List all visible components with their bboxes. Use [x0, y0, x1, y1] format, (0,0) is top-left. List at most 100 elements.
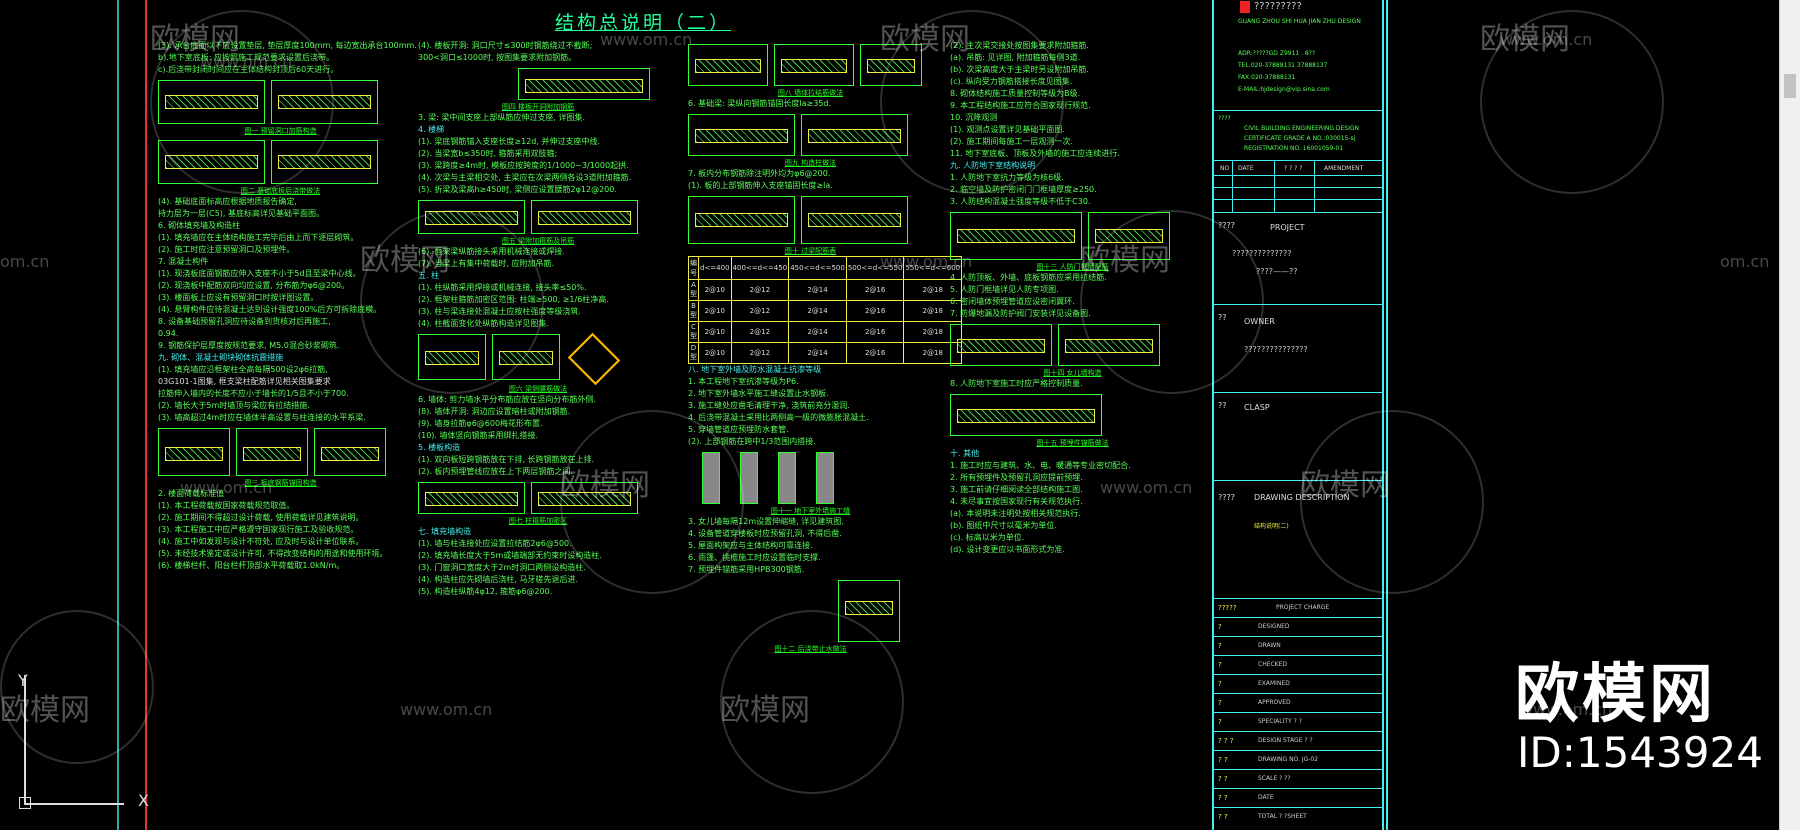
watermark-url: www.om.cn — [600, 30, 693, 49]
note-line: 3. 女儿墙每隔12m设置伸缩缝, 详见建筑图. — [688, 517, 844, 526]
watermark-text: 欧模网 — [1300, 468, 1390, 503]
watermark-text: 欧模网 — [720, 693, 810, 728]
note-line: 拉筋伸入墙内的长度不应小于墙长的1/5且不小于700. — [158, 389, 349, 398]
table-cell: A型 — [688, 279, 699, 301]
note-line: 八. 地下室外墙及防水混凝土抗渗等级 — [688, 365, 822, 374]
detail-figure — [950, 212, 1082, 260]
note-line: (3). 梁跨度≥4m时, 模板应按跨度的1/1000~3/1000起拱. — [418, 161, 629, 170]
watermark-text: 欧模网 — [360, 243, 450, 278]
note-line: (a). 本说明未注明处按相关规范执行. — [950, 509, 1081, 518]
note-line: (2). 施工时应注意预留洞口及预埋件。 — [158, 245, 295, 254]
table-cell: 2@12 — [730, 279, 790, 301]
watermark-url: www.om.cn — [880, 252, 973, 271]
watermark-circle — [1080, 210, 1264, 394]
model-id-text: ID:1543924 — [1517, 728, 1763, 777]
note-line: (3). 墙高超过4m时应在墙体半高设置与柱连接的水平系梁. — [158, 413, 366, 422]
note-line: 7. 预埋件锚筋采用HPB300钢筋. — [688, 565, 805, 574]
signature-row: ?DRAWN — [1214, 636, 1382, 656]
red-border-line — [145, 0, 147, 830]
company-logo-icon — [1240, 1, 1250, 13]
note-line: (1). 填充墙应在主体结构施工完毕后由上而下逐层砌筑。 — [158, 233, 359, 242]
note-line: (d). 设计变更应以书面形式为准. — [950, 545, 1065, 554]
detail-figure — [518, 68, 650, 100]
figure-caption: 图十五 预埋件锚筋做法 — [1036, 439, 1109, 447]
table-cell: 2@10 — [698, 279, 732, 301]
note-line: (5). 折梁及梁高h≥450时, 梁侧应设置腰筋2φ12@200. — [418, 185, 617, 194]
note-line: (1). 本工程荷载按国家荷载规范取值。 — [158, 501, 295, 510]
note-line: 2. 临空墙及防护密闭门门框墙厚度≥250. — [950, 185, 1097, 194]
revision-header: NO — [1220, 165, 1230, 172]
vertical-scrollbar[interactable] — [1779, 0, 1800, 830]
note-line: 6. 基础梁: 梁纵向钢筋锚固长度la≥35d. — [688, 99, 832, 108]
table-cell: B型 — [688, 300, 699, 322]
note-line: 4. 楼梯 — [418, 125, 445, 134]
watermark-text: 欧模网 — [560, 468, 650, 503]
note-line: 4. 人防顶板、外墙、底板钢筋应采用拉结筋. — [950, 273, 1107, 282]
note-line: (8). 墙体开洞: 洞边应设置暗柱或附加钢筋. — [418, 407, 571, 416]
signature-row: ? ?TOTAL ? ?SHEET — [1214, 807, 1382, 827]
owner-name: ??????????????? — [1244, 345, 1308, 354]
note-line: 2. 楼面荷载标准值 — [158, 489, 225, 498]
scrollbar-thumb[interactable] — [1784, 74, 1796, 98]
watermark-url: www.om.cn — [1500, 30, 1593, 49]
watermark-url: www.om.cn — [400, 700, 493, 719]
note-line: (1). 板的上部钢筋伸入支座锚固长度≥la. — [688, 181, 833, 190]
watermark-text: 欧模网 — [1480, 22, 1570, 57]
table-cell: 2@12 — [730, 342, 790, 364]
detail-figure — [950, 394, 1102, 436]
note-line: (1). 墙与柱连接处应设置拉结筋2φ6@500. — [418, 539, 572, 548]
revision-header: AMENDMENT — [1324, 165, 1364, 172]
table-cell: 2@14 — [788, 342, 847, 364]
note-line: (2). 墙长大于5m时墙顶与梁应有拉结措施. — [158, 401, 310, 410]
table-cell: 2@14 — [788, 300, 847, 322]
note-line: (5). 未经技术鉴定或设计许可, 不得改变结构的用途和使用环境。 — [158, 549, 388, 558]
note-line: 7. 板内分布钢筋除注明外均为φ6@200. — [688, 169, 831, 178]
watermark-url: www.om.cn — [200, 52, 293, 71]
note-line: (3). 门窗洞口宽度大于2m时洞口两侧设构造柱. — [418, 563, 586, 572]
note-line: 3. 施工缝处应凿毛清理干净, 浇筑前充分湿润. — [688, 401, 850, 410]
note-line: (2). 填充墙长度大于5m或墙端部无约束时设构造柱. — [418, 551, 602, 560]
note-line: 4. 设备管道穿楼板时应预留孔洞, 不得后凿. — [688, 529, 842, 538]
note-line: (2). 上部钢筋在跨中1/3范围内搭接. — [688, 437, 816, 446]
watermark-url: www.om.cn — [180, 478, 273, 497]
table-header-cell: d<=400 — [698, 256, 732, 280]
note-line: 9. 钢筋保护层厚度按规范要求, M5.0混合砂浆砌筑. — [158, 341, 340, 350]
table-row: D型 2@10 2@12 2@14 2@16 2@18 — [688, 342, 963, 364]
detail-figure — [688, 196, 795, 244]
brand-logo-text: 欧模网 — [1515, 658, 1716, 732]
column-section-icon — [567, 332, 621, 386]
table-cell: 2@16 — [845, 321, 905, 343]
watermark-circle — [150, 10, 334, 194]
figure-caption: 图十一 地下室外墙施工缝 — [770, 507, 851, 515]
note-line: (2). 现浇板中配筋双向均应设置, 分布筋为φ6@200。 — [158, 281, 350, 290]
clasp-section: ?? CLASP — [1214, 392, 1382, 481]
figure-caption: 图十四 女儿墙构造 — [1043, 369, 1102, 377]
note-line: 5. 人防门框墙详见人防专项图. — [950, 285, 1059, 294]
note-line: (4). 悬臂构件应待混凝土达到设计强度100%后方可拆除底模。 — [158, 305, 382, 314]
watermark-text: 欧模网 — [150, 22, 240, 57]
note-line: 8. 设备基础预留孔洞应待设备到货核对后再施工, — [158, 317, 331, 326]
note-line: 持力层为一层(C5), 基底标高详见基础平面图。 — [158, 209, 325, 218]
note-line: (c). 标高以米为单位. — [950, 533, 1025, 542]
description-label: ???? — [1218, 493, 1235, 502]
description-value: 结构说明(二) — [1254, 523, 1289, 530]
company-name: ????????? — [1254, 1, 1302, 12]
note-line: 3. 人防结构混凝土强度等级不低于C30. — [950, 197, 1091, 206]
signature-row: ?DESIGNED — [1214, 617, 1382, 637]
note-line: (4). 楼板开洞: 洞口尺寸≤300时钢筋绕过不截断; — [418, 41, 593, 50]
signature-row: ?SPECIALITY ? ? — [1214, 712, 1382, 732]
revision-header: DATE — [1238, 165, 1254, 172]
note-line: 1. 本工程地下室抗渗等级为P6. — [688, 377, 799, 386]
watermark-circle — [1300, 410, 1484, 594]
signature-row: ? ?DRAWING NO. JG-02 — [1214, 750, 1382, 770]
watermark-url: www.om.cn — [1520, 700, 1613, 719]
note-line: (3). 楼面板上应设有预留洞口时按详图设置。 — [158, 293, 319, 302]
figure-caption: 图七 柱箍筋加密区 — [508, 517, 568, 525]
signature-row: ?APPROVED — [1214, 693, 1382, 713]
note-line: 300<洞口≤1000时, 按图集要求附加钢筋。 — [418, 53, 577, 62]
table-cell: 2@16 — [845, 300, 905, 322]
certificate-line: CIVIL BUILDING ENGINEERING DESIGN — [1244, 125, 1360, 132]
detail-figure — [236, 428, 308, 476]
certificate-section: ???? CIVIL BUILDING ENGINEERING DESIGN C… — [1214, 110, 1382, 161]
